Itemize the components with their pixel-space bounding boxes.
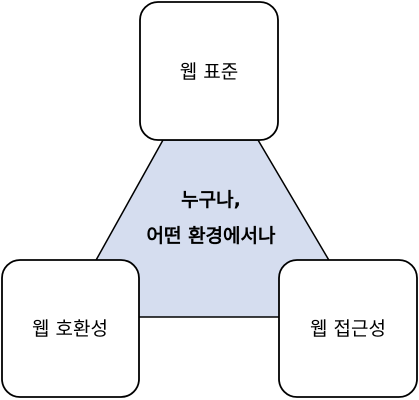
box-left: 웹 호환성 bbox=[1, 259, 140, 398]
box-left-label: 웹 호환성 bbox=[32, 318, 108, 340]
box-right-label: 웹 접근성 bbox=[310, 318, 386, 340]
center-text-line1: 누구나, bbox=[181, 189, 241, 211]
box-top-frame bbox=[139, 1, 279, 141]
box-top: 웹 표준 bbox=[139, 1, 279, 141]
box-right: 웹 접근성 bbox=[278, 259, 418, 398]
center-text-line2: 어떤 환경에서나 bbox=[147, 225, 276, 247]
box-right-frame bbox=[278, 259, 418, 398]
box-left-frame bbox=[1, 259, 140, 398]
box-top-label: 웹 표준 bbox=[180, 61, 238, 83]
